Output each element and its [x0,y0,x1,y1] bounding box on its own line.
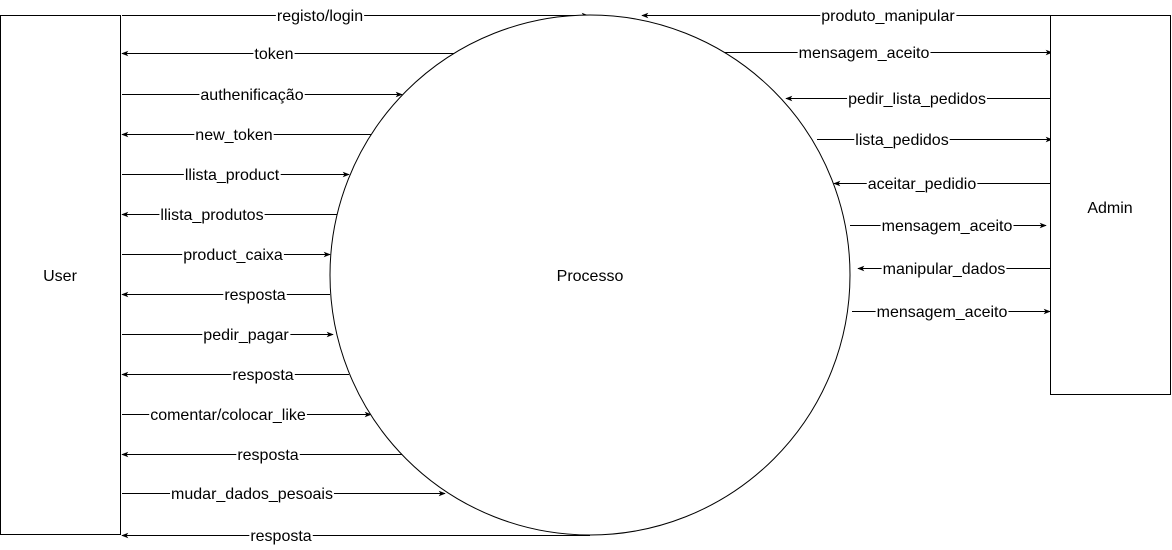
user-flow-label: mudar_dados_pesoais [171,486,333,503]
admin-flow-label: pedir_lista_pedidos [848,91,986,108]
admin-flow-label-bg [847,90,987,107]
user-flow-label: resposta [224,287,285,304]
user-flow-label: resposta [232,367,293,384]
admin-flow-label-bg [866,175,978,192]
user-box[interactable] [0,15,121,535]
process-circle[interactable] [329,14,851,536]
user-flow-label-bg [183,166,281,183]
user-flow-label-bg [253,45,295,62]
user-flow-label-bg [223,286,287,303]
user-flow-label-bg [159,206,265,223]
user-flow-label: product_caixa [183,247,283,264]
user-flow-label-bg [275,7,365,24]
user-flow-label: pedir_pagar [203,327,289,344]
admin-entity[interactable]: Admin [1050,15,1171,395]
admin-flow-label: aceitar_pedidio [868,176,977,193]
user-flow-label: llista_produtos [160,207,263,224]
admin-flow-label-bg [875,303,1009,320]
admin-flow-label-bg [854,131,950,148]
admin-flow-label: manipular_dados [883,261,1006,278]
admin-flow-label-bg [881,260,1007,277]
user-flow-label: registo/login [277,8,363,25]
user-flow-label-bg [170,485,334,502]
admin-flow-label-bg [820,7,957,24]
user-label: User [43,268,77,285]
admin-flow-label: lista_pedidos [855,132,948,149]
admin-label: Admin [1087,200,1132,217]
flow-labels-group: registo/login token authenificação new_toke… [149,7,1014,545]
process-label: Processo [557,268,624,285]
process-node[interactable]: Processo [329,14,851,536]
user-flow-label: llista_product [185,167,280,184]
user-flow-label-bg [199,86,305,103]
user-flow-label-bg [182,246,284,263]
admin-flow-label-bg [880,217,1014,234]
admin-flow-label: mensagem_aceito [877,304,1008,321]
user-flow-label-bg [236,446,300,463]
admin-flow-label: mensagem_aceito [799,45,930,62]
admin-flow-label: mensagem_aceito [882,218,1013,235]
admin-flow-label: produto_manipular [821,8,955,25]
admin-box[interactable] [1050,15,1171,395]
user-flow-label: token [254,46,293,63]
user-flow-label-bg [149,406,307,423]
user-flow-label-bg [202,326,291,343]
user-flow-label-bg [231,366,295,383]
user-flow-label: resposta [237,447,298,464]
user-flow-label-bg [194,126,274,143]
user-flow-label: resposta [250,528,311,545]
user-flow-label: authenificação [200,87,303,104]
user-flow-label: comentar/colocar_like [150,407,306,424]
user-entity[interactable]: User [0,15,121,535]
user-flow-label-bg [249,527,313,544]
admin-flow-label-bg [797,44,931,61]
user-flow-label: new_token [195,127,272,144]
